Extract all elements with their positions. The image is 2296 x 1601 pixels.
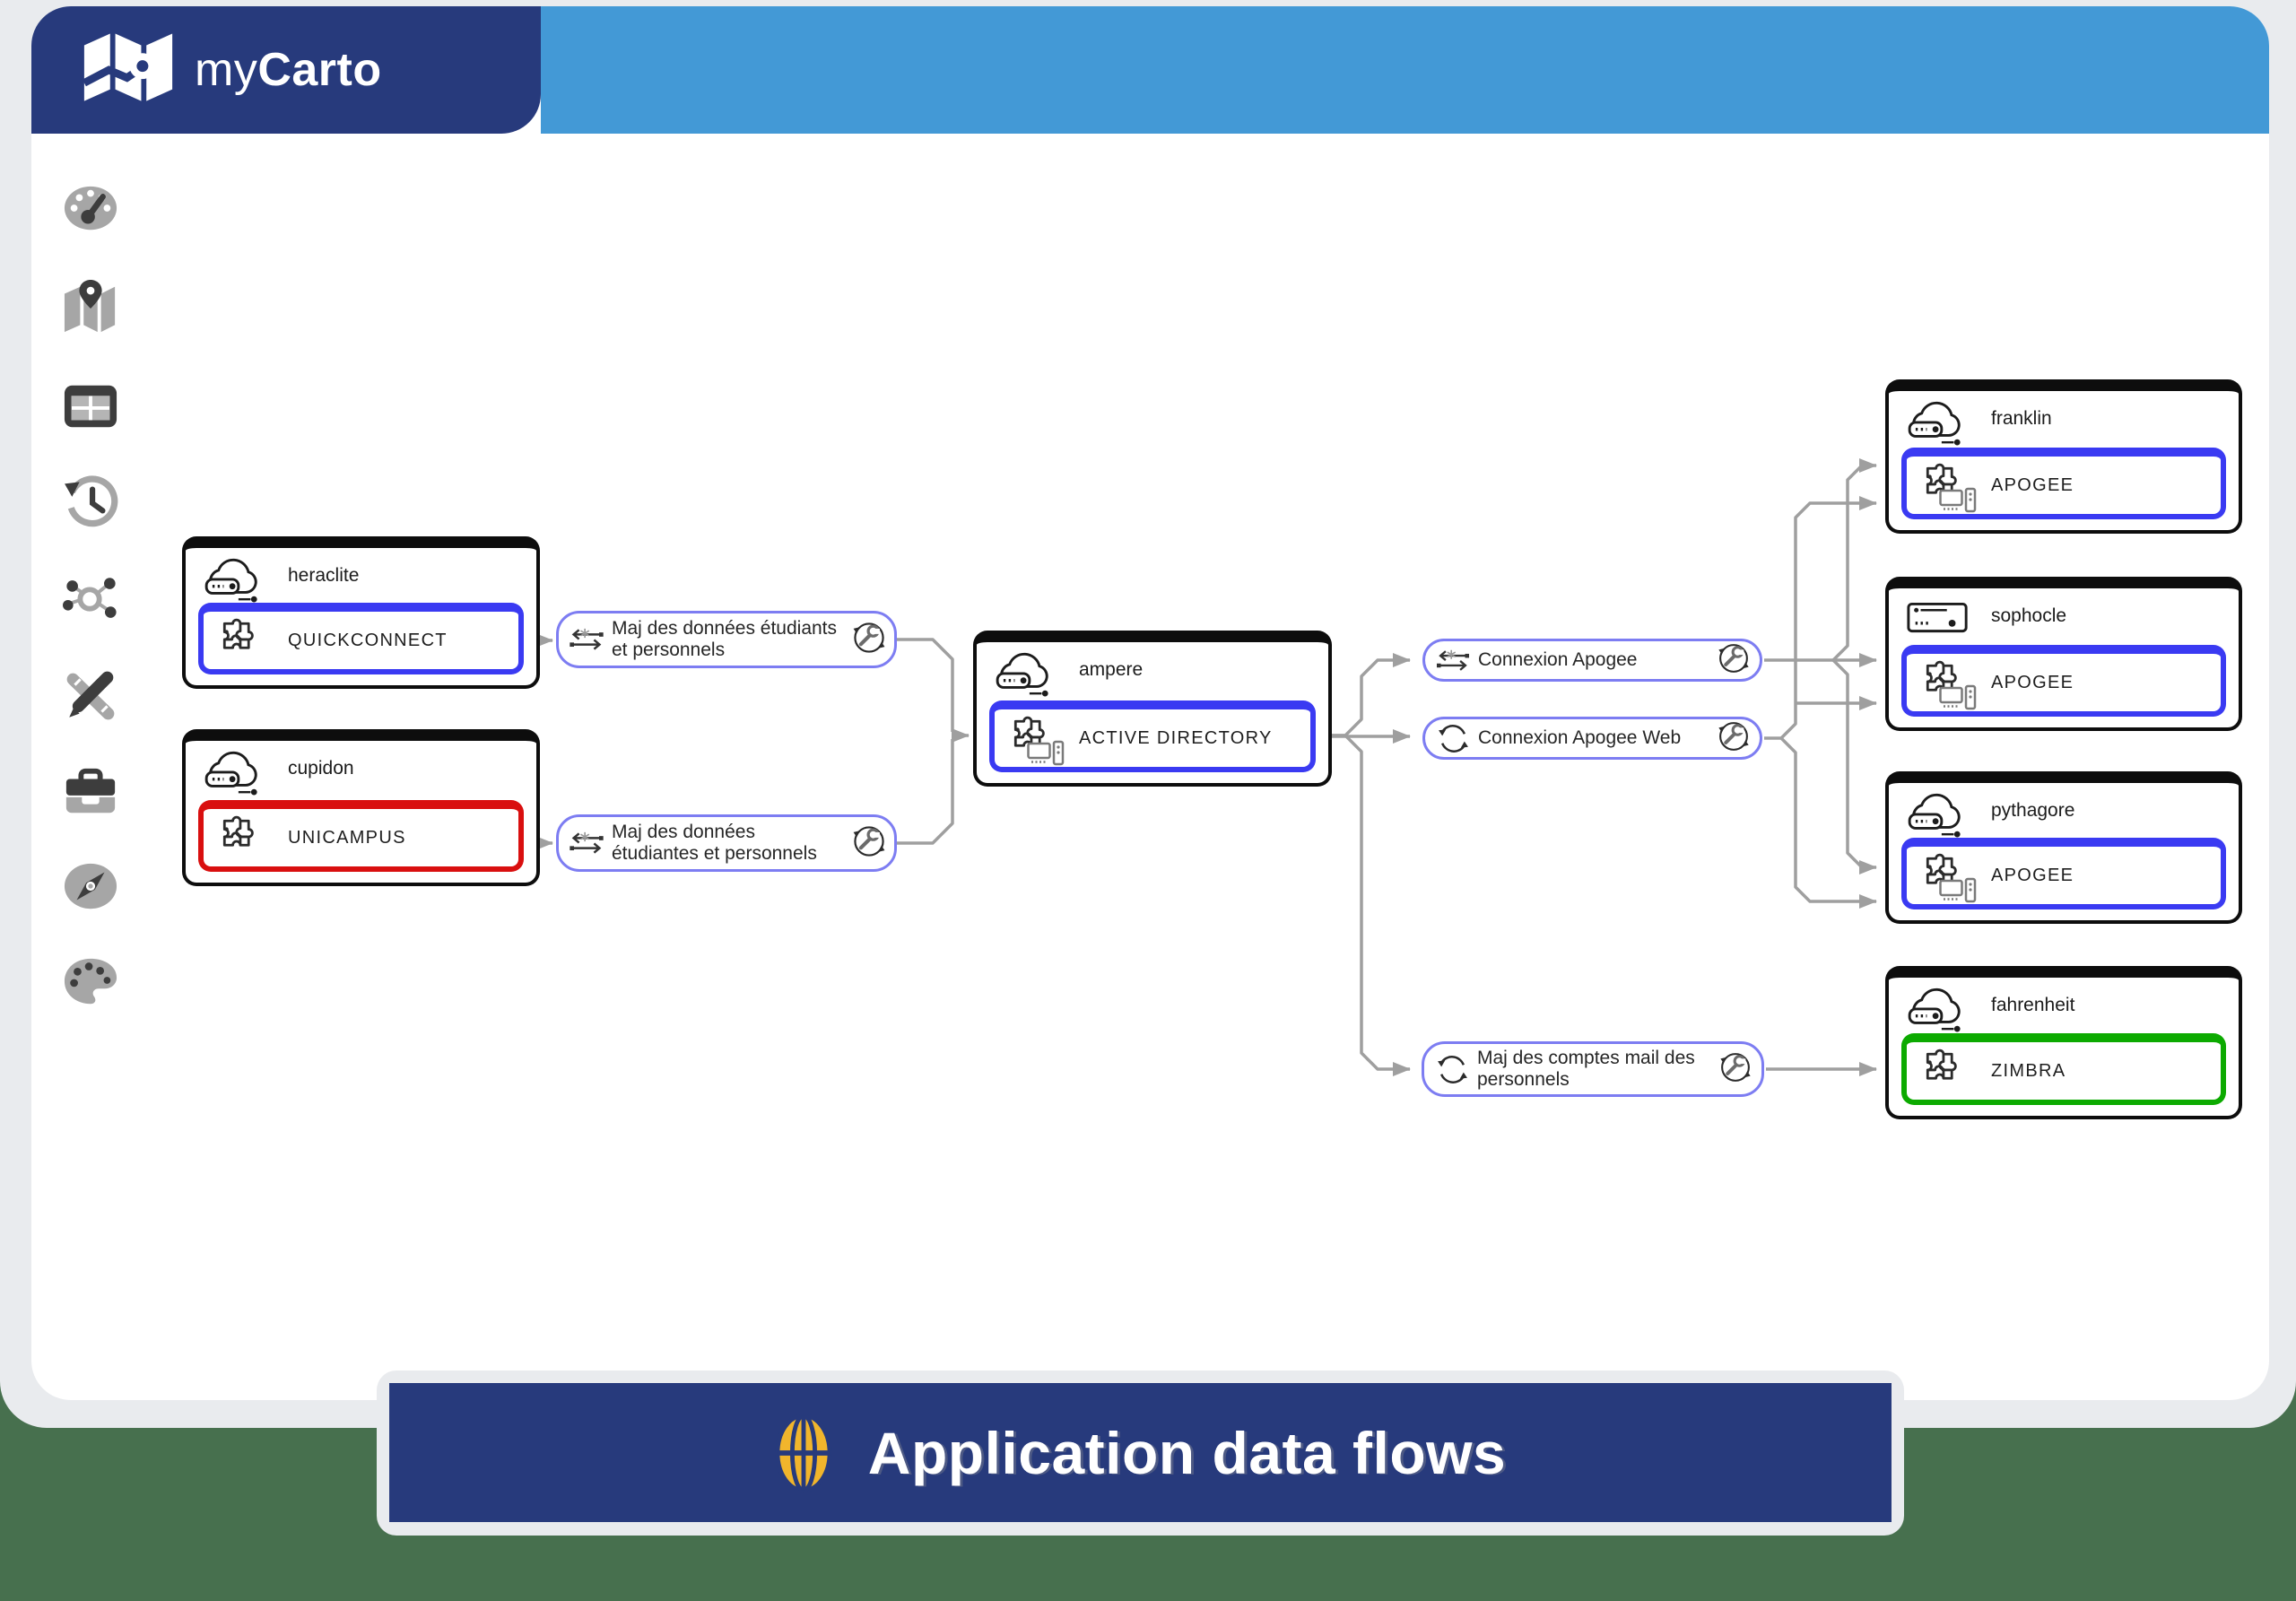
table-icon — [63, 378, 118, 434]
app-name: UNICAMPUS — [288, 827, 406, 848]
app-node-unicampus[interactable]: UNICAMPUS — [198, 800, 524, 872]
palette-icon — [63, 953, 118, 1009]
server-node-ampere[interactable]: ampere ACTIVE DIRECTORY — [973, 631, 1332, 787]
server-node-cupidon[interactable]: cupidon UNICAMPUS — [182, 729, 540, 886]
app-logo-text: myCarto — [195, 43, 382, 97]
flow-label: Connexion Apogee Web — [1478, 727, 1682, 749]
sidebar-item-network[interactable] — [63, 571, 118, 627]
server-name: ampere — [1079, 659, 1144, 680]
server-name: sophocle — [1991, 605, 2067, 626]
server-rack-icon — [1905, 599, 1971, 637]
sync-icon — [1432, 1053, 1472, 1086]
sidebar-item-table[interactable] — [63, 378, 118, 434]
header-band — [541, 6, 2269, 134]
server-node-fahrenheit[interactable]: fahrenheit ZIMBRA — [1885, 966, 2242, 1119]
app-logo: myCarto — [31, 6, 541, 134]
logo-text-bold: Carto — [257, 44, 382, 96]
puzzle-icon — [1919, 1046, 1968, 1096]
sidebar-item-toolbox[interactable] — [63, 764, 118, 820]
puzzle-pc-icon — [1007, 713, 1056, 763]
flow-connexion-apogee-web[interactable]: Connexion Apogee Web — [1422, 717, 1762, 760]
puzzle-pc-icon — [1919, 460, 1968, 510]
app-name: ZIMBRA — [1991, 1060, 2066, 1081]
network-hub-icon — [63, 571, 118, 627]
flow-maj-donnees-etudiantes[interactable]: Maj des données étudiantes et personnels — [556, 814, 897, 872]
server-name: franklin — [1991, 408, 2052, 429]
app-node-active-directory[interactable]: ACTIVE DIRECTORY — [989, 700, 1316, 772]
exchange-icon — [1433, 648, 1473, 673]
app-name: ACTIVE DIRECTORY — [1079, 727, 1273, 748]
app-name: APOGEE — [1991, 865, 2074, 885]
server-name: cupidon — [288, 758, 354, 779]
server-name: fahrenheit — [1991, 995, 2075, 1015]
app-node-zimbra[interactable]: ZIMBRA — [1901, 1033, 2226, 1105]
puzzle-pc-icon — [1919, 850, 1968, 901]
exchange-icon — [567, 831, 606, 856]
cloud-server-icon — [202, 553, 268, 604]
pen-ruler-icon — [63, 668, 118, 724]
app-name: APOGEE — [1991, 672, 2074, 692]
app-node-apogee-pythagore[interactable]: APOGEE — [1901, 838, 2226, 909]
sidebar-item-history[interactable] — [63, 473, 118, 528]
cloud-server-icon — [993, 648, 1059, 698]
server-node-sophocle[interactable]: sophocle APOGEE — [1885, 577, 2242, 731]
compass-icon — [63, 858, 118, 914]
flow-maj-comptes-mail[interactable]: Maj des comptes mail des personnels — [1422, 1041, 1764, 1097]
flow-label: Maj des données étudiantes et personnels — [612, 822, 817, 864]
sidebar-item-compass[interactable] — [63, 858, 118, 914]
server-node-pythagore[interactable]: pythagore APOGEE — [1885, 771, 2242, 924]
puzzle-icon — [216, 813, 265, 863]
flow-connexion-apogee[interactable]: Connexion Apogee — [1422, 639, 1762, 682]
app-node-quickconnect[interactable]: QUICKCONNECT — [198, 603, 524, 674]
wrench-settings-icon[interactable] — [849, 618, 889, 662]
wrench-settings-icon[interactable] — [1715, 718, 1754, 760]
wrench-settings-icon[interactable] — [1717, 1048, 1756, 1091]
wrench-settings-icon[interactable] — [849, 822, 889, 866]
server-name: heraclite — [288, 565, 360, 586]
toolbox-icon — [63, 764, 118, 820]
map-marker-icon — [63, 279, 118, 335]
flow-label: Maj des comptes mail des personnels — [1477, 1048, 1695, 1090]
wrench-settings-icon[interactable] — [1715, 640, 1754, 682]
server-name: pythagore — [1991, 800, 2075, 821]
page-title: Application data flows — [867, 1419, 1507, 1486]
puzzle-icon — [216, 615, 265, 666]
server-node-franklin[interactable]: franklin APOGEE — [1885, 379, 2242, 534]
cloud-server-icon — [1905, 983, 1971, 1033]
server-node-heraclite[interactable]: heraclite QUICKCONNECT — [182, 536, 540, 689]
app-node-apogee-franklin[interactable]: APOGEE — [1901, 448, 2226, 519]
mycarto-map-icon — [82, 30, 175, 110]
gauge-icon — [63, 181, 118, 237]
sync-icon — [1433, 722, 1473, 755]
puzzle-pc-icon — [1919, 657, 1968, 708]
flow-label: Connexion Apogee — [1478, 649, 1638, 671]
globe-icon — [775, 1413, 832, 1493]
banner: Application data flows — [389, 1383, 1892, 1522]
logo-text-light: my — [195, 44, 258, 96]
flow-label: Maj des données étudiants et personnels — [612, 618, 838, 660]
flow-maj-donnees-etudiants[interactable]: Maj des données étudiants et personnels — [556, 611, 897, 668]
sidebar-item-map[interactable] — [63, 279, 118, 335]
sidebar-item-dashboard[interactable] — [63, 181, 118, 237]
app-name: QUICKCONNECT — [288, 630, 448, 650]
app-node-apogee-sophocle[interactable]: APOGEE — [1901, 645, 2226, 717]
cloud-server-icon — [1905, 396, 1971, 447]
sidebar-item-edit-tools[interactable] — [63, 668, 118, 724]
cloud-server-icon — [1905, 788, 1971, 839]
history-icon — [63, 473, 118, 528]
cloud-server-icon — [202, 746, 268, 796]
sidebar-item-palette[interactable] — [63, 953, 118, 1009]
app-name: APOGEE — [1991, 474, 2074, 495]
exchange-icon — [567, 627, 606, 652]
